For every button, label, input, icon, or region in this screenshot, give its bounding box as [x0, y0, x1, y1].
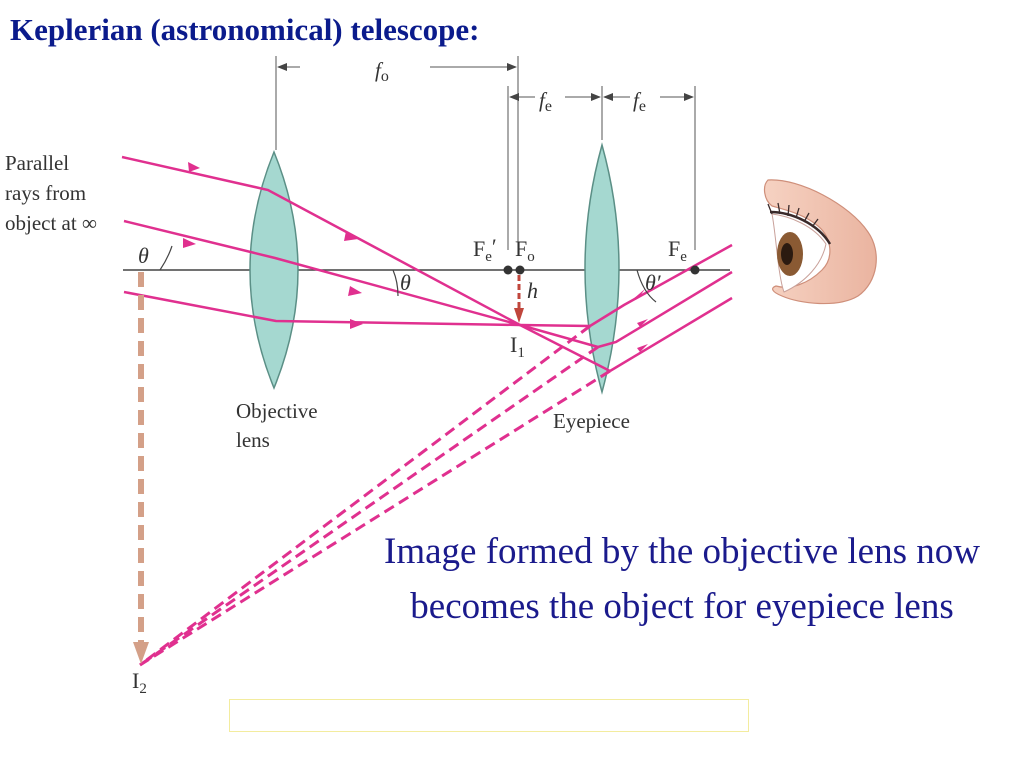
parallel-rays-label: Parallel rays from object at ∞ — [5, 151, 97, 235]
outgoing-rays — [589, 243, 733, 373]
ray-out-2 — [597, 270, 733, 349]
ray-arrow-2 — [344, 231, 358, 241]
fo-point-label: Fo — [515, 236, 535, 265]
ray-bottom — [123, 290, 591, 328]
ray-out-3 — [609, 296, 733, 373]
theta-arc-middle — [392, 269, 399, 297]
focal-point-fo — [515, 265, 525, 275]
focal-length-dimensions — [275, 56, 696, 250]
ray-arrow-5 — [350, 319, 363, 329]
eyepiece-lens — [584, 142, 620, 395]
out-arrow-1 — [633, 289, 645, 299]
intermediate-image-arrowhead — [514, 308, 524, 323]
virtual-ray-2 — [139, 345, 599, 667]
ray-out-1 — [589, 243, 733, 328]
caption-text: Image formed by the objective lens now b… — [384, 531, 980, 627]
i1-label: I1 — [510, 332, 525, 361]
objective-lens-label: Objective lens — [236, 399, 323, 452]
h-label: h — [527, 278, 538, 303]
final-image-arrowhead — [133, 642, 149, 664]
fo-label: fo — [375, 58, 389, 85]
eyepiece-label: Eyepiece — [553, 409, 630, 433]
focal-point-fe-prime — [503, 265, 513, 275]
theta-arc-left — [159, 245, 173, 271]
eye-icon — [763, 179, 877, 305]
virtual-ray-1 — [139, 324, 591, 667]
ray-direction-arrows — [183, 162, 363, 329]
fe-prime-label: Fe′ — [473, 234, 497, 265]
focal-point-fe — [690, 265, 700, 275]
incoming-rays — [121, 155, 611, 373]
fe-label-2: fe — [633, 88, 646, 115]
ray-arrow-3 — [183, 238, 196, 248]
out-arrow-3 — [637, 344, 648, 352]
fe-label-1: fe — [539, 88, 552, 115]
virtual-rays — [139, 324, 611, 667]
slide-title: Keplerian (astronomical) telescope: — [10, 12, 480, 47]
empty-text-box — [229, 699, 749, 732]
i2-label: I2 — [132, 668, 147, 697]
theta-label-middle: θ — [400, 270, 411, 295]
ray-top — [121, 155, 599, 349]
theta-prime-label: θ′ — [645, 270, 662, 295]
outgoing-arrows — [633, 289, 648, 352]
virtual-ray-3 — [139, 369, 611, 667]
objective-lens — [249, 150, 299, 390]
theta-label-left: θ — [138, 243, 149, 268]
out-arrow-2 — [637, 319, 648, 327]
ray-arrow-1 — [188, 162, 200, 172]
ray-arrow-4 — [348, 286, 362, 296]
theta-prime-arc — [636, 269, 657, 303]
fe-point-label: Fe — [668, 236, 687, 265]
